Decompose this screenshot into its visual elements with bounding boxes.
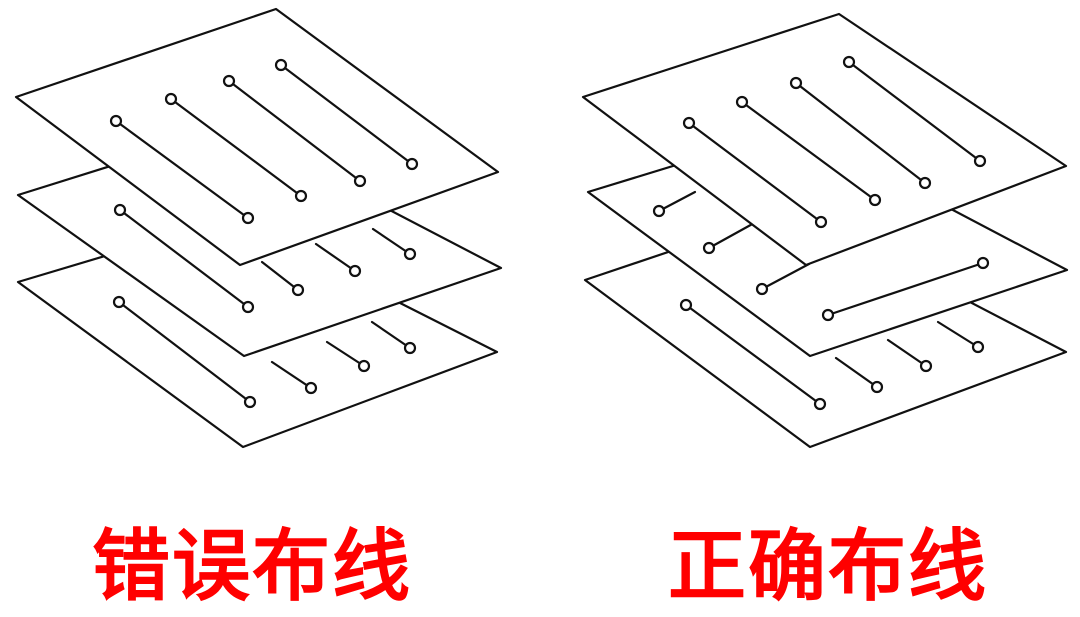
traces xyxy=(113,203,417,314)
wrong-routing-caption: 错误布线 xyxy=(92,522,413,612)
traces xyxy=(109,58,419,225)
layer-plane xyxy=(14,7,500,267)
layer-plane xyxy=(581,12,1068,267)
traces xyxy=(679,298,985,411)
traces xyxy=(652,190,990,322)
correct-routing-caption: 正确布线 xyxy=(668,522,989,612)
wrong-top-layer xyxy=(14,7,500,267)
correct-top-layer xyxy=(581,12,1068,267)
traces xyxy=(682,55,987,229)
wrong-routing-stack xyxy=(14,7,503,449)
correct-routing-stack xyxy=(581,12,1069,449)
traces xyxy=(112,295,417,409)
